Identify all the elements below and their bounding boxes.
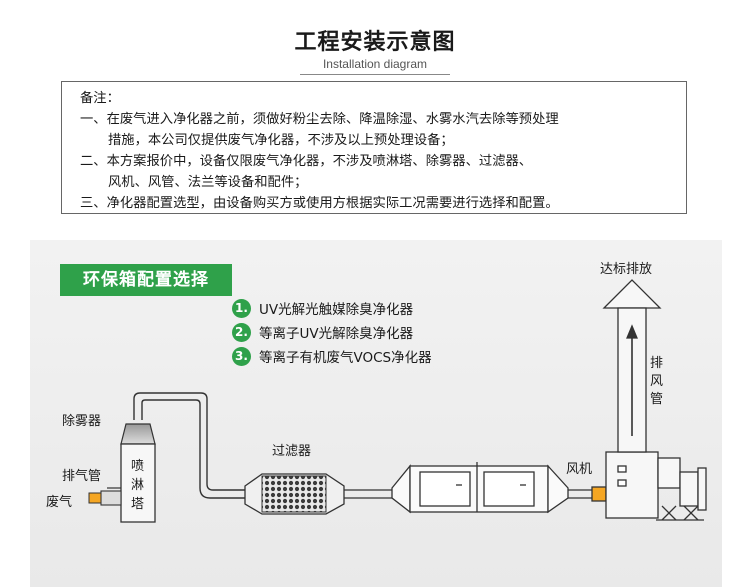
notes-box: 备注： 一、在废气进入净化器之前，须做好粉尘去除、降温除湿、水雾水汽去除等预处理…	[61, 81, 687, 214]
option-2: 2. 等离子UV光解除臭净化器	[232, 322, 413, 342]
option-1-label: UV光解光触媒除臭净化器	[259, 302, 414, 318]
label-exhaust-duct-1: 排	[650, 356, 664, 371]
diagram-panel	[30, 240, 722, 587]
notes-line-5: 三、净化器配置选型，由设备购买方或使用方根据实际工况需要进行选择和配置。	[80, 196, 559, 211]
notes-line-1: 一、在废气进入净化器之前，须做好粉尘去除、降温除湿、水雾水汽去除等预处理	[80, 112, 559, 127]
option-3-label: 等离子有机废气VOCS净化器	[259, 350, 432, 366]
option-3: 3. 等离子有机废气VOCS净化器	[232, 346, 432, 366]
page-title: 工程安装示意图	[294, 30, 456, 55]
label-discharge: 达标排放	[600, 262, 653, 277]
page-subtitle: Installation diagram	[322, 57, 428, 71]
option-2-number: 2.	[232, 322, 251, 342]
spray-tower	[88, 423, 156, 523]
subtitle-underline	[300, 74, 450, 75]
notes-heading: 备注：	[80, 91, 120, 106]
label-spray-tower-1: 喷	[131, 459, 145, 474]
fan-unit	[605, 451, 707, 521]
label-demister: 除雾器	[62, 414, 102, 429]
filter-unit	[244, 473, 345, 515]
option-3-number: 3.	[232, 346, 251, 366]
notes-line-2: 措施，本公司仅提供废气净化器，不涉及以上预处理设备；	[108, 133, 454, 148]
label-exhaust-duct-3: 管	[650, 392, 664, 407]
notes-line-3: 二、本方案报价中，设备仅限废气净化器，不涉及喷淋塔、除雾器、过滤器、	[80, 154, 533, 169]
mid-duct	[344, 489, 392, 499]
label-exhaust-pipe: 排气管	[62, 469, 102, 484]
option-1-number: 1.	[232, 298, 251, 318]
purifier-box	[391, 462, 569, 514]
exhaust-chimney	[602, 279, 662, 453]
label-spray-tower-2: 淋	[131, 478, 145, 493]
option-1: 1. UV光解光触媒除臭净化器	[232, 298, 413, 318]
label-filter: 过滤器	[272, 444, 312, 459]
label-spray-tower-3: 塔	[131, 497, 145, 512]
option-2-label: 等离子UV光解除臭净化器	[259, 326, 414, 342]
config-tag: 环保箱配置选择	[60, 264, 232, 296]
label-fan: 风机	[566, 462, 593, 477]
notes-line-4: 风机、风管、法兰等设备和配件；	[108, 175, 308, 190]
label-waste-gas: 废气	[46, 495, 73, 510]
fan-duct	[568, 486, 607, 502]
label-exhaust-duct-2: 风	[650, 374, 664, 389]
inlet-duct	[133, 392, 245, 499]
